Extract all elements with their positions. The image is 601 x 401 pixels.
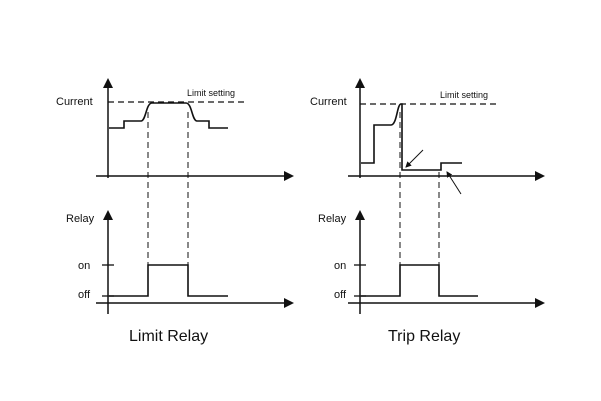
left-current-label: Current: [56, 96, 93, 108]
right-relay-label: Relay: [318, 213, 347, 225]
right-trip-pointer-arrow: [446, 171, 462, 195]
right-off-label: off: [334, 289, 347, 301]
right-limit-setting-label: Limit setting: [440, 90, 488, 100]
left-relay-label: Relay: [66, 213, 95, 225]
right-title: Trip Relay: [388, 328, 460, 345]
right-current-label: Current: [310, 96, 347, 108]
left-title: Limit Relay: [129, 328, 208, 345]
right-drop-pointer-arrow: [405, 149, 424, 168]
right-relay-waveform: [361, 264, 478, 297]
left-on-label: on: [78, 260, 90, 272]
right-on-label: on: [334, 260, 346, 272]
left-limit-setting-label: Limit setting: [187, 88, 235, 98]
limit-relay-panel: Current Limit setting Relay on off Limit…: [56, 78, 294, 345]
trip-relay-panel: Current Limit setting Relay on off Trip …: [310, 78, 545, 345]
left-current-waveform: [109, 102, 228, 129]
left-off-label: off: [78, 289, 91, 301]
left-relay-waveform: [109, 264, 228, 297]
right-current-waveform: [361, 103, 462, 171]
